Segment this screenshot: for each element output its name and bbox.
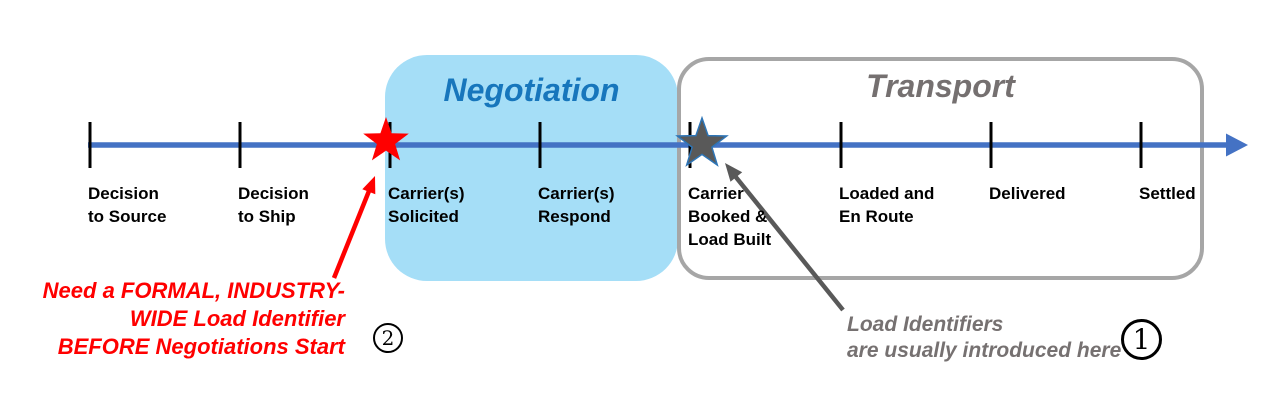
milestone-loaded-en-route: Loaded and En Route	[839, 182, 934, 228]
milestone-label-line: Load Built	[688, 230, 772, 249]
milestone-label-line: Decision	[88, 184, 159, 203]
timeline-arrowhead-icon	[1226, 133, 1248, 157]
milestone-carriers-respond: Carrier(s) Respond	[538, 182, 615, 228]
milestone-decision-to-source: Decision to Source	[88, 182, 166, 228]
milestone-label-line: to Source	[88, 207, 167, 226]
milestone-label-line: Delivered	[989, 184, 1066, 203]
milestone-carriers-solicited: Carrier(s) Solicited	[388, 182, 465, 228]
milestone-label-line: Decision	[238, 184, 309, 203]
milestone-carrier-booked-load-built: Carrier Booked & Load Built	[688, 182, 771, 251]
note-line: BEFORE Negotiations Start	[57, 334, 345, 359]
red-annotation-arrowhead-icon	[362, 176, 376, 195]
milestone-delivered: Delivered	[989, 182, 1066, 205]
note-line: Load Identifiers	[847, 313, 1004, 336]
need-formal-identifier-note: Need a FORMAL, INDUSTRY- WIDE Load Ident…	[43, 277, 345, 361]
milestone-label-line: Loaded and	[839, 184, 935, 203]
negotiation-phase-box	[385, 55, 678, 281]
note-line: are usually introduced here	[847, 339, 1122, 362]
note-line: Need a FORMAL, INDUSTRY-	[42, 278, 345, 303]
milestone-label-line: Solicited	[388, 207, 459, 226]
note-line: WIDE Load Identifier	[129, 306, 345, 331]
negotiation-phase-label: Negotiation	[443, 72, 620, 108]
milestone-label-line: Carrier(s)	[538, 184, 615, 203]
milestone-label-line: Booked &	[688, 207, 768, 226]
milestone-label-line: Settled	[1139, 184, 1196, 203]
milestone-label-line: Respond	[538, 207, 611, 226]
load-identifiers-note: Load Identifiers are usually introduced …	[847, 312, 1121, 364]
transport-phase-box	[677, 57, 1204, 280]
red-annotation-arrow-line	[331, 190, 372, 279]
milestone-label-line: to Ship	[238, 207, 296, 226]
circled-number-2-badge: 2	[373, 323, 403, 353]
milestone-label-line: Carrier	[688, 184, 744, 203]
milestone-label-line: Carrier(s)	[388, 184, 465, 203]
milestone-label-line: En Route	[839, 207, 914, 226]
circled-number-1-badge: 1	[1121, 319, 1162, 360]
milestone-decision-to-ship: Decision to Ship	[238, 182, 309, 228]
transport-phase-label: Transport	[866, 68, 1015, 104]
milestone-settled: Settled	[1139, 182, 1196, 205]
